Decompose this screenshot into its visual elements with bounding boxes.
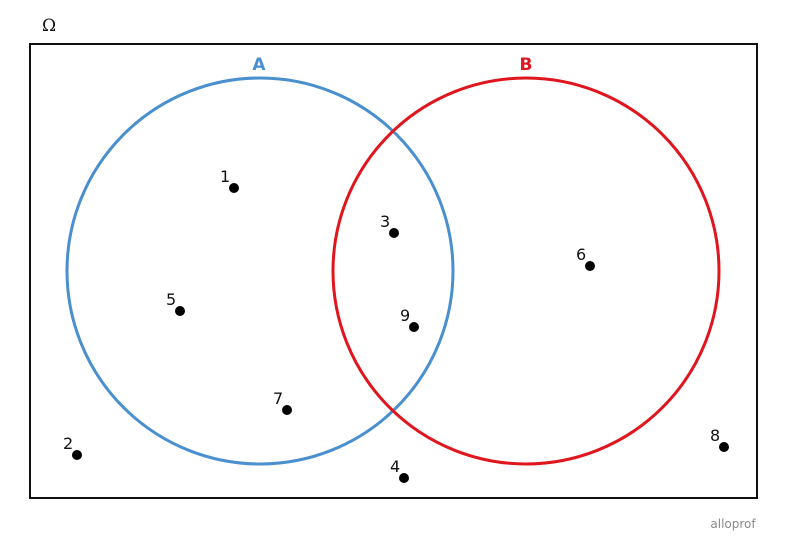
set-a-label: A (252, 55, 266, 75)
universe-symbol: Ω (42, 16, 56, 36)
element-4-label: 4 (390, 457, 400, 476)
element-1-label: 1 (220, 167, 230, 186)
element-2-dot (72, 450, 82, 460)
set-a-circle (65, 76, 455, 466)
universe-rectangle (29, 43, 758, 499)
set-b-label: B (520, 55, 533, 75)
elements-layer: 1 2 3 4 5 6 7 8 9 (63, 167, 729, 483)
element-2-label: 2 (63, 434, 73, 453)
element-5-label: 5 (166, 290, 176, 309)
element-7-label: 7 (273, 389, 283, 408)
element-9-dot (409, 322, 419, 332)
element-6-label: 6 (576, 245, 586, 264)
set-b-circle (331, 76, 721, 466)
element-8-label: 8 (710, 426, 720, 445)
element-7-dot (282, 405, 292, 415)
brand-logo-text: alloprof (710, 517, 756, 531)
element-8-dot (719, 442, 729, 452)
element-9-label: 9 (400, 306, 410, 325)
element-5-dot (175, 306, 185, 316)
element-4-dot (399, 473, 409, 483)
element-3-label: 3 (380, 212, 390, 231)
element-3-dot (389, 228, 399, 238)
element-6-dot (585, 261, 595, 271)
element-1-dot (229, 183, 239, 193)
